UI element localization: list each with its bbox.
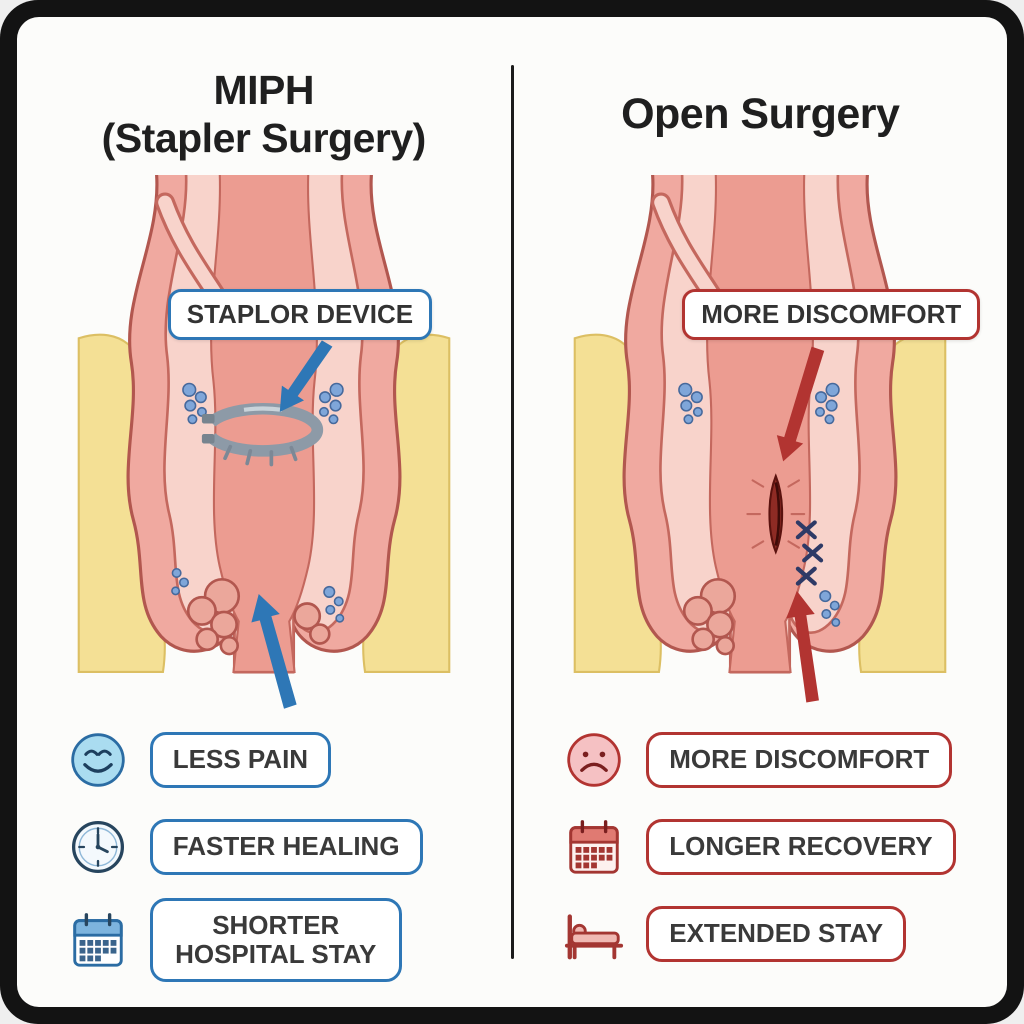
- benefit-pill: FASTER HEALING: [149, 819, 423, 875]
- callout-down-arrow: [777, 346, 825, 462]
- calendar-icon: [562, 815, 626, 879]
- stapler-device-callout: STAPLOR DEVICE: [167, 289, 433, 340]
- comparison-panel: MIPH (Stapler Surgery): [17, 17, 1007, 1007]
- hemorrhoid-lumps: [683, 577, 737, 656]
- benefit-row: LESS PAIN: [66, 724, 332, 796]
- vein-clusters: [170, 382, 345, 623]
- happy-face-icon: [66, 728, 130, 792]
- miph-title: MIPH (Stapler Surgery): [101, 55, 427, 173]
- drawback-row: LONGER RECOVERY: [562, 811, 956, 883]
- open-surgery-anatomy-illustration: [573, 175, 947, 703]
- open-surgery-anatomy-figure: MORE DISCOMFORT: [560, 175, 981, 712]
- benefit-pill: LESS PAIN: [149, 732, 332, 788]
- drawback-pill: MORE DISCOMFORT: [646, 732, 953, 788]
- vein-clusters: [678, 382, 841, 627]
- open-surgery-drawbacks-list: MORE DISCOMFORT: [562, 724, 958, 970]
- sad-face-icon: [562, 728, 626, 792]
- stapler-device-graphic: [201, 402, 323, 467]
- miph-benefits-list: LESS PAIN: [66, 724, 462, 983]
- more-discomfort-callout: MORE DISCOMFORT: [682, 289, 981, 340]
- miph-column: MIPH (Stapler Surgery): [17, 17, 511, 1007]
- miph-anatomy-figure: STAPLOR DEVICE: [64, 175, 464, 712]
- benefit-pill: SHORTER HOSPITAL STAY: [149, 898, 402, 983]
- calendar-icon: [66, 908, 130, 972]
- bed-icon: [562, 902, 626, 966]
- drawback-pill: LONGER RECOVERY: [646, 819, 956, 875]
- drawback-row: EXTENDED STAY: [562, 898, 907, 970]
- column-divider: [510, 65, 514, 959]
- stapler-anatomy-illustration: [77, 175, 451, 709]
- hemorrhoid-lumps: [186, 577, 331, 656]
- open-surgery-title-text: Open Surgery: [621, 89, 900, 138]
- clock-icon: [66, 815, 130, 879]
- hemorrhoid-up-arrow: [251, 594, 297, 709]
- incision-up-arrow: [786, 590, 820, 703]
- open-surgery-title: Open Surgery: [621, 55, 900, 173]
- miph-title-line1: MIPH: [213, 66, 315, 113]
- drawback-pill: EXTENDED STAY: [646, 906, 907, 962]
- incision-graphic: [746, 473, 806, 555]
- miph-title-line2: (Stapler Surgery): [101, 115, 427, 161]
- benefit-row: SHORTER HOSPITAL STAY: [66, 898, 402, 983]
- benefit-row: FASTER HEALING: [66, 811, 423, 883]
- drawback-row: MORE DISCOMFORT: [562, 724, 953, 796]
- callout-down-arrow: [279, 340, 333, 412]
- open-surgery-column: Open Surgery: [514, 17, 1008, 1007]
- stitches-graphic: [796, 520, 824, 586]
